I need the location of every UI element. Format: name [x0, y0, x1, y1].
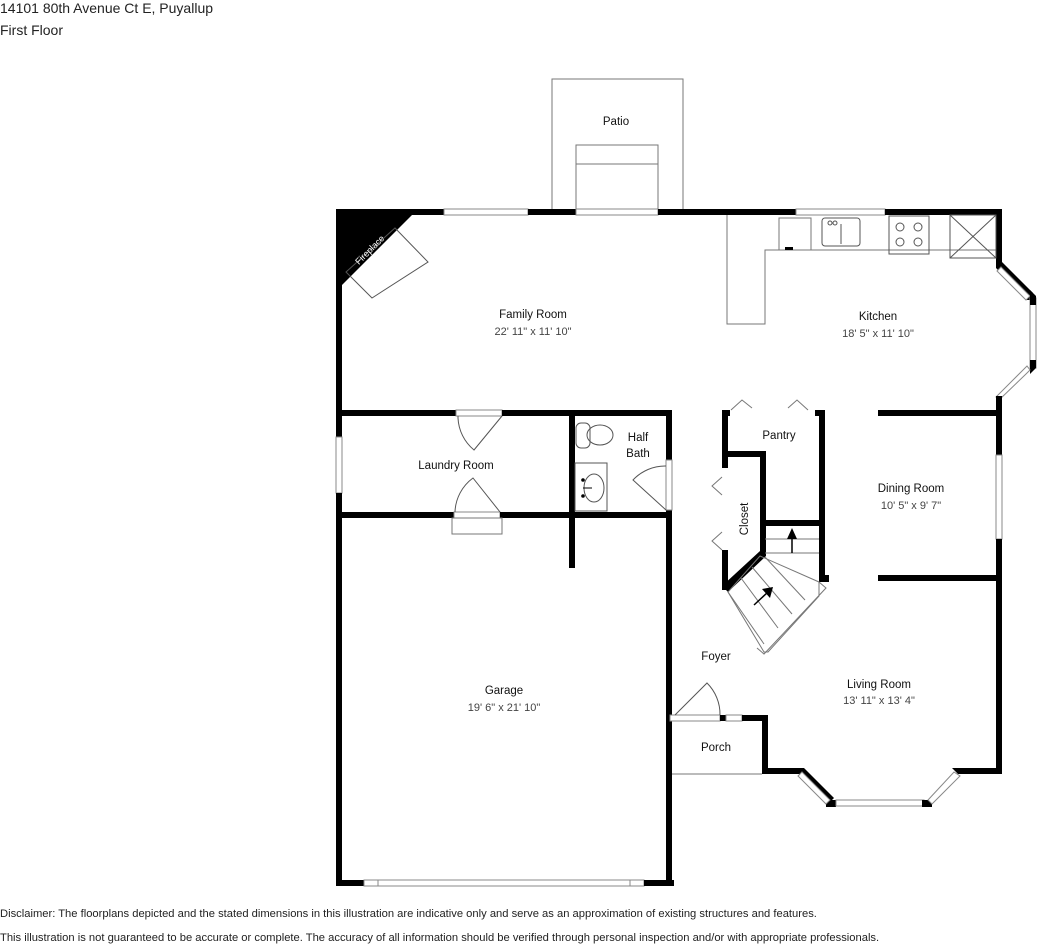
- closet-label: Closet: [739, 502, 751, 535]
- window: [795, 208, 886, 216]
- floor-label: First Floor: [0, 22, 63, 38]
- pantry-closet-stairs: [711, 399, 829, 655]
- dining-room-dimensions: 10' 5" x 9' 7": [881, 500, 941, 512]
- patio-label: Patio: [603, 116, 629, 128]
- dining-walls: [878, 410, 1000, 581]
- garage-dimensions: 19' 6" x 21' 10": [468, 702, 541, 714]
- kitchen-fixtures: [726, 214, 997, 325]
- foyer-porch-living: [669, 682, 1002, 807]
- garage-label: Garage: [485, 685, 523, 697]
- living-room-dimensions: 13' 11" x 13' 4": [843, 695, 915, 707]
- sink: [821, 217, 861, 247]
- stove: [888, 215, 930, 255]
- kitchen-label: Kitchen: [859, 311, 897, 323]
- fireplace: Fireplace: [342, 215, 429, 299]
- exterior-walls: [335, 208, 1037, 887]
- garage-door: [377, 879, 631, 887]
- front-door: [669, 714, 721, 722]
- dishwasher: [778, 217, 812, 251]
- patio: Patio: [551, 78, 684, 212]
- sliding-door: [575, 208, 659, 216]
- kitchen-dimensions: 18' 5" x 11' 10": [842, 328, 914, 340]
- dining-room-label: Dining Room: [878, 483, 944, 495]
- window: [443, 208, 529, 216]
- half-bath-label-1: Half: [628, 432, 649, 444]
- family-room-label: Family Room: [499, 309, 567, 321]
- half-bath-label-2: Bath: [626, 448, 650, 460]
- stair-arrow-diagonal-icon: [762, 587, 773, 598]
- interior-walls: [336, 409, 673, 568]
- window: [335, 436, 343, 494]
- property-address: 14101 80th Avenue Ct E, Puyallup: [0, 0, 214, 16]
- living-room-label: Living Room: [847, 679, 911, 691]
- stair-arrow-up-icon: [787, 528, 797, 539]
- family-room-dimensions: 22' 11" x 11' 10": [494, 326, 571, 338]
- disclaimer-line-2: This illustration is not guaranteed to b…: [0, 932, 880, 944]
- refrigerator: [949, 214, 997, 259]
- foyer-label: Foyer: [701, 651, 731, 663]
- bathroom-sink: [574, 462, 608, 512]
- toilet: [575, 422, 591, 449]
- window: [835, 799, 925, 807]
- disclaimer-line-1: Disclaimer: The floorplans depicted and …: [0, 908, 817, 920]
- pantry-label: Pantry: [762, 430, 795, 442]
- window: [995, 454, 1003, 540]
- laundry-room-label: Laundry Room: [418, 460, 493, 472]
- porch-label: Porch: [701, 742, 731, 754]
